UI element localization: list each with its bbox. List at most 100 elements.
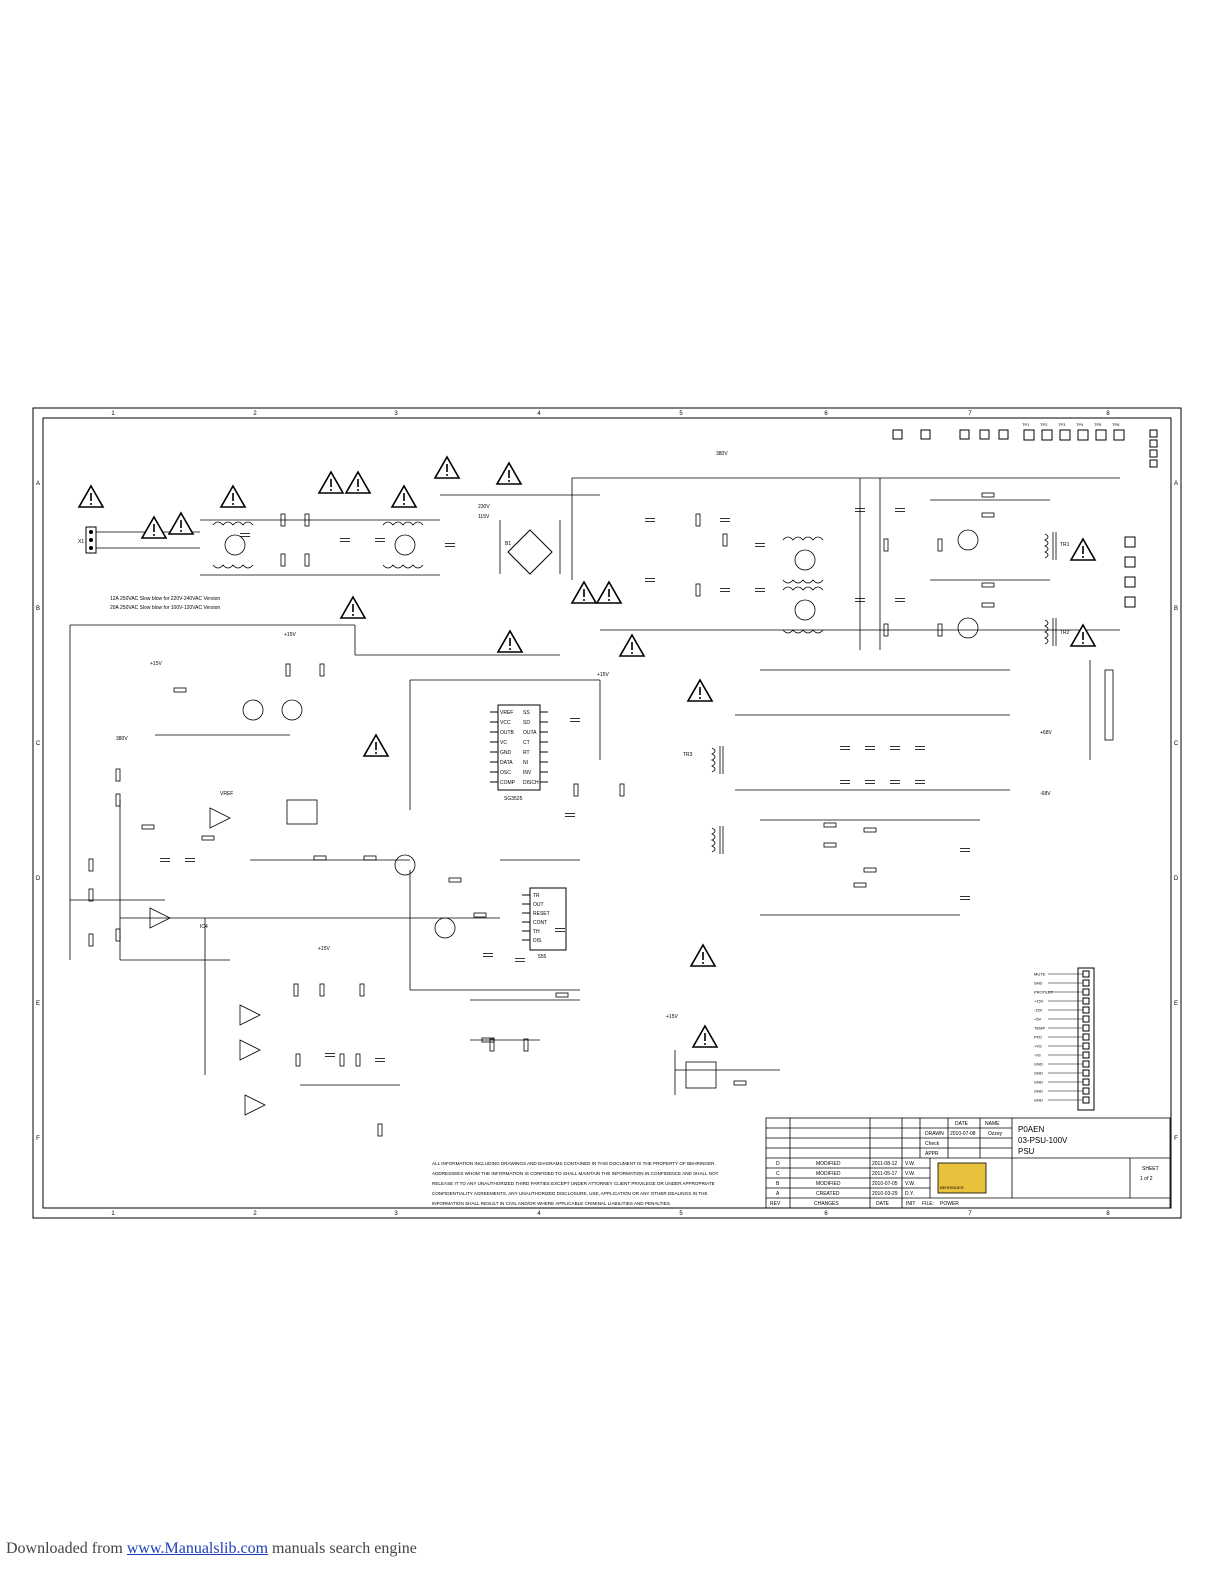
revision-cell: V.W. [905,1161,915,1167]
revision-cell: V.W. [905,1181,915,1187]
revision-cell: B [776,1181,780,1187]
grid-row-C: C [1174,741,1179,747]
warning-icon [362,733,390,757]
grid-col-8: 8 [1106,411,1110,417]
pwm-pin-label: OSC [500,770,511,776]
grid-row-F: F [36,1136,40,1142]
timer-pin-label: DIS [533,938,542,944]
output-connector: MUTESHDPROTECT+15V-15V+5VTEMPPFD+VS-VSGN… [1034,967,1095,1111]
sheet-of: 1 of 2 [1140,1176,1153,1182]
revision-cell: 2010-03-29 [872,1191,898,1197]
transformer-tr3-label: TR3 [683,752,693,758]
grid-row-E: E [36,1001,40,1007]
pwm-pin-label: SD [523,720,530,726]
grid-col-4: 4 [537,411,541,417]
timer-pin-label: TR [533,893,540,899]
pwm-pin-label: VREF [500,710,513,716]
brand-logo-text: BEHRINGER [940,1185,964,1190]
net-plus68: +68V [1040,730,1052,736]
grid-col-1: 1 [111,1211,115,1217]
revision-cell: A [776,1191,780,1197]
warning-icon [219,484,247,508]
drawing-title: PSU [1018,1147,1035,1156]
pwm-pin-label: COMP [500,780,516,786]
grid-col-2: 2 [253,411,257,417]
revision-cell: D [776,1161,780,1167]
grid-col-4: 4 [537,1211,541,1217]
grid-col-6: 6 [824,1211,828,1217]
pwm-pin-label: RT [523,750,530,756]
connector-x1-label: X1 [78,539,84,545]
connector-pin-label: +5V [1034,1017,1042,1022]
connector-pin-label: GND [1034,1080,1043,1085]
connector-pin-label: TEMP [1034,1026,1045,1031]
warning-icon [618,633,646,657]
revision-cell: V.W. [905,1171,915,1177]
net-plus15-a: +15V [284,632,296,638]
connector-pin-label: -15V [1034,1008,1043,1013]
test-point-label: TP6 [1112,422,1120,427]
net-vref: VREF [220,791,233,797]
connector-pin-label: +15V [1034,999,1044,1004]
timer-pin-label: CONT [533,920,547,926]
warning-icon [570,580,598,604]
file-label: FILE: [922,1201,934,1207]
connector-pin-label: MUTE [1034,972,1046,977]
pwm-pin-label: INV [523,770,532,776]
pwm-pin-label: OUTB [500,730,515,736]
revision-header: INIT [906,1201,915,1207]
warning-icon [691,1024,719,1048]
sheet-label: SHEET [1142,1166,1159,1172]
grid-col-3: 3 [394,1211,398,1217]
timer-ic-label: 555 [538,954,547,960]
grid-col-2: 2 [253,1211,257,1217]
warning-icon [595,580,623,604]
test-point-label: TP2 [1040,422,1048,427]
revision-cell: D.Y. [905,1191,914,1197]
grid-row-F: F [1174,1136,1178,1142]
transformer-tr2-label: TR2 [1060,630,1070,636]
pwm-pin-label: OUTA [523,730,537,736]
transformer-tr1-label: TR1 [1060,542,1070,548]
disclaimer-line: RELEASE IT TO ANY UNAUTHORIZED THIRD PAR… [432,1181,715,1186]
net-plus15-d: +15V [318,946,330,952]
warning-icon [686,678,714,702]
disclaimer-line: ADDRESSEES WHOM THE INFORMATION IS CONFI… [432,1171,719,1176]
net-plus15-b: +15V [150,661,162,667]
revision-cell: C [776,1171,780,1177]
connector-pin-label: GND [1034,1089,1043,1094]
outer-border [32,407,1182,1219]
warning-icon [140,515,168,539]
grid-col-5: 5 [679,1211,683,1217]
manualslib-link[interactable]: www.Manualslib.com [126,1540,269,1557]
connector-pin-label: SHD [1034,981,1043,986]
grid-row-B: B [36,606,40,612]
inner-border [42,417,1172,1209]
name-header: NAME [985,1121,1000,1127]
appr-label: APPR [925,1151,939,1157]
warning-icon [339,595,367,619]
pwm-pin-label: DISCH [523,780,539,786]
pwm-pin-label: VC [500,740,507,746]
revision-cell: MODIFIED [816,1181,841,1187]
grid-col-8: 8 [1106,1211,1110,1217]
warning-icon [390,484,418,508]
net-230v: 230V [478,504,490,510]
grid-col-7: 7 [968,1211,972,1217]
title-block [765,1117,1171,1209]
grid-row-B: B [1174,606,1178,612]
drawn-name: Ozzey [988,1131,1003,1137]
grid-row-D: D [1174,876,1179,882]
revision-cell: MODIFIED [816,1171,841,1177]
revision-cell: 2011-08-12 [872,1161,897,1167]
revision-cell: 2011-05-17 [872,1171,897,1177]
connector-pin-label: PFD [1034,1035,1042,1040]
net-plus15-e: +15V [666,1014,678,1020]
timer-pin-label: RESET [533,911,550,917]
drawn-label: DRAWN [925,1131,944,1137]
warning-icon [433,455,461,479]
grid-col-5: 5 [679,411,683,417]
net-hv-rail-2: 380V [116,736,128,742]
